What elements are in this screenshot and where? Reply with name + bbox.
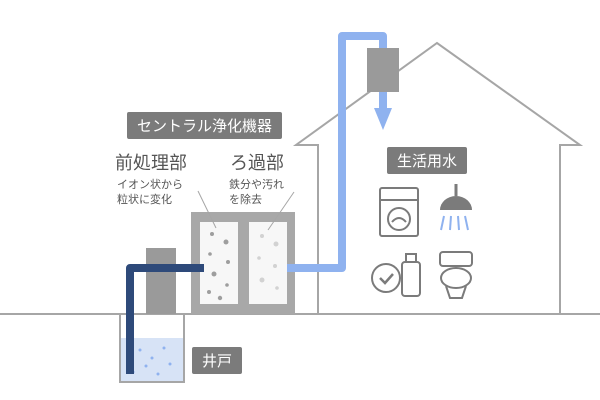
filtration-note-line2: を除去 <box>229 193 262 206</box>
pre-treatment-heading: 前処理部 <box>115 153 187 174</box>
central-unit-label: セントラル浄化機器 <box>127 112 283 139</box>
down-arrow-icon <box>374 108 392 130</box>
house-outline <box>292 41 584 314</box>
pre-treatment-particles <box>207 232 230 301</box>
well-label: 井戸 <box>192 347 243 374</box>
filtration-particles <box>257 234 279 290</box>
household-water-label: 生活用水 <box>387 147 468 174</box>
pump <box>146 248 176 314</box>
pre-treatment-note-line2: 粒状に変化 <box>117 193 172 206</box>
raw-water-pipe-over-pump <box>140 264 182 272</box>
filtration-heading: ろ過部 <box>230 153 284 174</box>
well-outline <box>119 314 185 383</box>
filtration-pointer <box>267 191 295 231</box>
well-particles <box>131 346 172 376</box>
filtration-tank <box>249 222 287 304</box>
washing-machine-icon <box>379 187 419 237</box>
pre-treatment-pointer <box>197 190 217 229</box>
pre-treatment-tank <box>200 222 238 304</box>
dish-detergent-icon <box>371 253 421 297</box>
raw-water-pipe-inside <box>180 264 204 272</box>
shower-icon <box>440 184 472 231</box>
pre-treatment-note-line1: イオン状から <box>117 178 183 191</box>
filtration-note-line1: 鉄分や汚れ <box>229 178 284 191</box>
toilet-icon <box>439 251 473 299</box>
water-heater-icon <box>367 48 399 92</box>
